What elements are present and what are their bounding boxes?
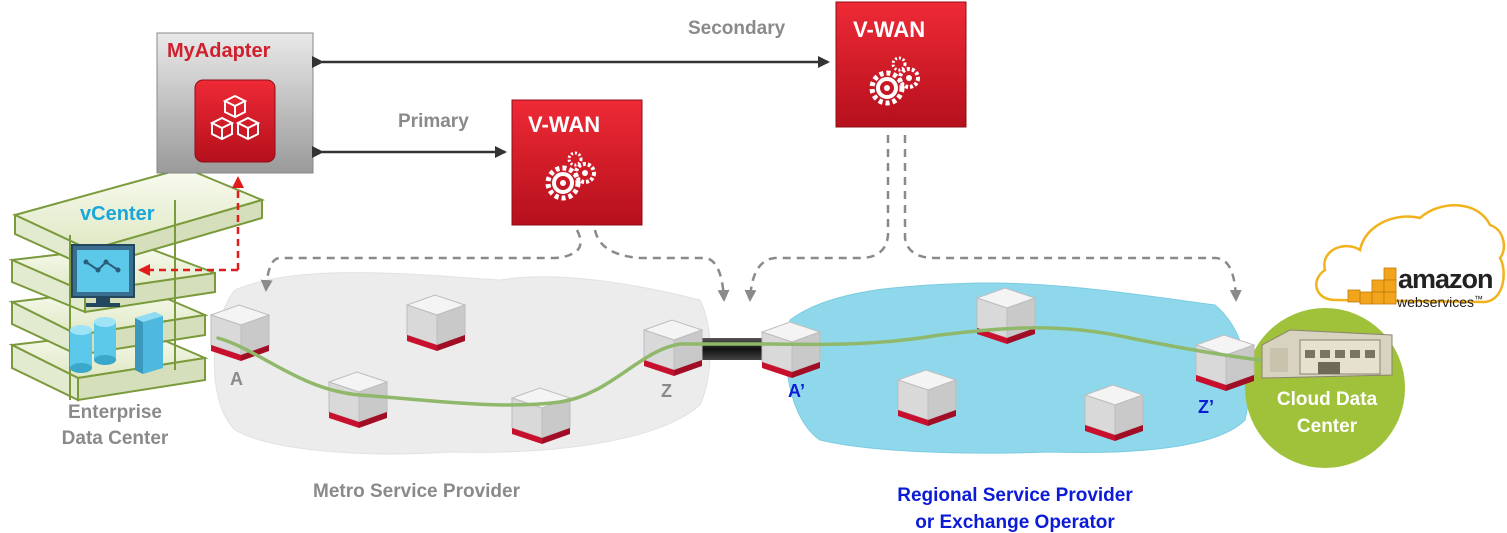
node-a-label: A: [230, 369, 243, 389]
regional-label-line1: Regional Service Provider: [897, 485, 1133, 506]
cloud-data-center-label: Cloud Data Center: [1262, 386, 1392, 440]
vwan-primary-label: V-WAN: [528, 112, 601, 137]
cubes-icon: [209, 94, 261, 141]
metro-provider-label: Metro Service Provider: [313, 481, 520, 502]
enterprise-label-line2: Data Center: [61, 428, 169, 449]
router-metro-top[interactable]: [406, 294, 466, 352]
router-regional-right[interactable]: [1084, 384, 1144, 442]
server-tower-icon: [135, 312, 163, 374]
vwan-secondary-to-a-prime-arrow: [744, 135, 890, 302]
vcenter-label: vCenter: [80, 203, 155, 225]
interconnect-link: [700, 338, 768, 360]
regional-label-line2: or Exchange Operator: [915, 512, 1115, 533]
vwan-primary-to-a-arrow: [260, 229, 582, 292]
router-metro-bottom[interactable]: [511, 387, 571, 445]
router-a-prime[interactable]: [761, 321, 821, 379]
node-a-prime-label: A’: [788, 381, 806, 401]
router-a[interactable]: [210, 304, 270, 362]
secondary-label: Secondary: [688, 18, 786, 39]
cloud-label-line1: Cloud Data: [1276, 389, 1378, 410]
enterprise-label: Enterprise Data Center: [40, 400, 190, 452]
trademark-symbol: ™: [1474, 294, 1484, 304]
cloud-label-line2: Center: [1296, 416, 1358, 437]
node-z-prime-label: Z’: [1198, 397, 1214, 417]
enterprise-label-line1: Enterprise: [68, 402, 162, 423]
regional-provider-label: Regional Service Provider or Exchange Op…: [840, 482, 1190, 533]
vwan-primary-to-z-arrow: [593, 229, 730, 302]
myadapter-label: MyAdapter: [167, 40, 271, 62]
aws-cubes-icon: [1347, 267, 1397, 305]
storage-icon: [70, 317, 116, 373]
webservices-text: webservices: [1397, 294, 1475, 310]
service-path: [216, 326, 1262, 407]
router-z-prime[interactable]: [1195, 334, 1255, 392]
primary-label: Primary: [398, 111, 469, 132]
router-metro-left[interactable]: [328, 371, 388, 429]
router-z[interactable]: [643, 319, 703, 377]
vwan-secondary-label: V-WAN: [853, 17, 926, 42]
building-icon: [1261, 329, 1393, 379]
vwan-primary-box[interactable]: [511, 99, 643, 226]
webservices-logo-text: webservices™: [1397, 294, 1484, 310]
vwan-secondary-to-z-prime-arrow: [903, 135, 1242, 302]
router-regional-top[interactable]: [976, 287, 1036, 345]
aws-cloud: [1315, 204, 1506, 304]
vwan-secondary-box[interactable]: [835, 1, 967, 128]
amazon-logo-text: amazon: [1398, 264, 1494, 294]
myadapter-box[interactable]: [156, 32, 314, 174]
monitor-icon: [71, 244, 135, 307]
node-z-label: Z: [661, 381, 672, 401]
router-regional-left[interactable]: [897, 369, 957, 427]
